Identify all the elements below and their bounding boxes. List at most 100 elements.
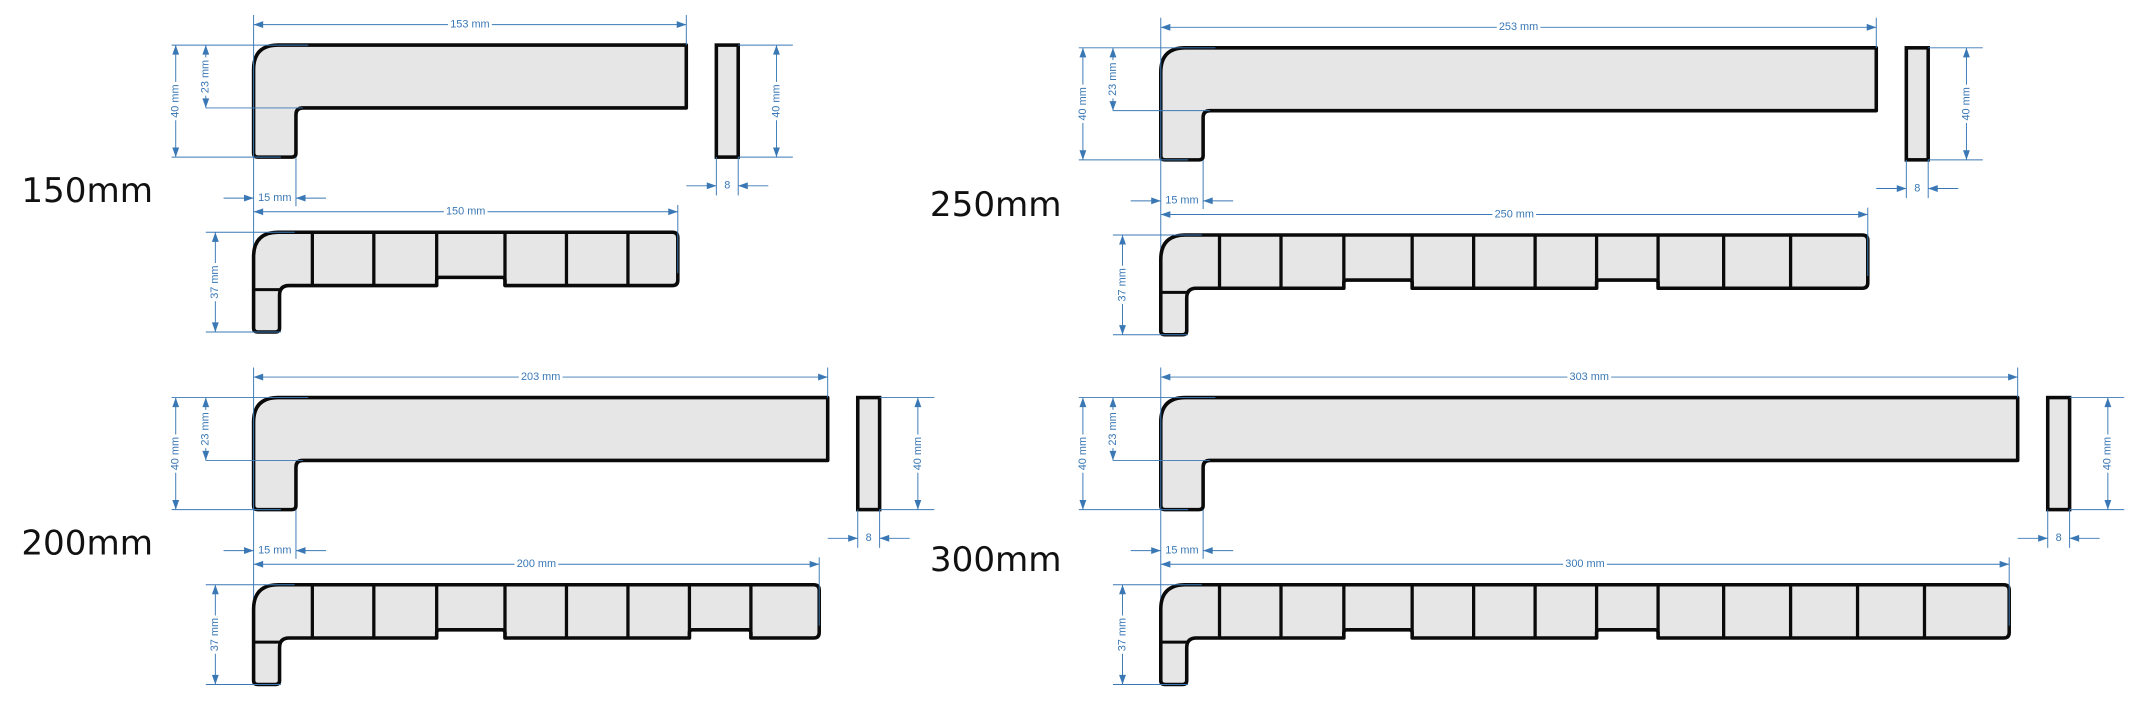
arrowhead-icon <box>172 500 180 510</box>
cap-width-dimension: 8 <box>866 532 872 544</box>
arrowhead-icon <box>809 560 820 568</box>
arrowhead-icon <box>211 674 219 685</box>
top-thickness-dimension: 23 mm <box>1107 412 1119 445</box>
sill-profile-bottom <box>251 230 680 334</box>
arrowhead-icon <box>706 182 717 190</box>
leg-width-dimension: 15 mm <box>1165 195 1198 207</box>
arrowhead-icon <box>848 534 858 542</box>
arrowhead-icon <box>253 373 264 381</box>
label-background <box>1568 370 1610 384</box>
arrowhead-icon <box>1928 185 1938 192</box>
label-background <box>1959 86 1974 122</box>
arrowhead-icon <box>172 45 180 55</box>
label-background <box>1106 61 1120 98</box>
arrowhead-icon <box>253 21 264 29</box>
arrowhead-icon <box>1079 47 1087 58</box>
length-dimension: 250 mm <box>1495 208 1534 220</box>
arrowhead-icon <box>202 45 210 55</box>
arrowhead-icon <box>1963 47 1970 58</box>
outer-length-dimension: 153 mm <box>450 18 489 30</box>
label-background <box>520 370 562 384</box>
label-background <box>198 411 213 447</box>
label-background <box>1493 207 1535 222</box>
cap-height-dimension: 40 mm <box>912 437 924 470</box>
arrowhead-icon <box>2038 534 2048 542</box>
size-label: 300mm <box>930 540 1062 580</box>
label-background <box>515 557 557 572</box>
cap-width-dimension: 8 <box>724 180 730 192</box>
end-cap <box>855 395 882 512</box>
cap-width-dimension: 8 <box>2056 532 2062 544</box>
top-thickness-dimension: 23 mm <box>200 60 212 93</box>
size-label: 150mm <box>21 171 153 211</box>
outer-length-dimension: 303 mm <box>1570 371 1609 383</box>
arrowhead-icon <box>1109 450 1117 461</box>
arrowhead-icon <box>676 21 687 29</box>
sill-profile-top <box>1158 395 2020 512</box>
height-dimension: 40 mm <box>170 84 182 117</box>
leg-width-dimension: 15 mm <box>258 192 291 204</box>
label-background <box>208 264 223 300</box>
bottom-height-dimension: 37 mm <box>1116 618 1128 651</box>
arrowhead-icon <box>818 373 828 381</box>
arrowhead-icon <box>211 232 219 242</box>
height-dimension: 40 mm <box>1077 437 1089 470</box>
arrowhead-icon <box>2104 500 2112 510</box>
label-background <box>1115 616 1130 653</box>
arrowhead-icon <box>253 208 264 216</box>
arrowhead-icon <box>738 182 748 190</box>
arrowhead-icon <box>295 194 306 202</box>
end-cap <box>1904 46 1930 162</box>
sill-profile-bottom <box>251 582 821 687</box>
arrowhead-icon <box>1151 197 1161 205</box>
label-background <box>168 83 183 119</box>
label-background <box>198 58 213 95</box>
arrowhead-icon <box>244 547 254 555</box>
arrowhead-icon <box>2069 534 2080 542</box>
arrowhead-icon <box>202 98 210 108</box>
arrowhead-icon <box>244 194 254 202</box>
arrowhead-icon <box>1151 547 1161 555</box>
bottom-height-dimension: 37 mm <box>1116 268 1128 301</box>
label-background <box>1564 557 1606 572</box>
label-background <box>1106 411 1120 447</box>
arrowhead-icon <box>2008 373 2018 381</box>
sill-profile-top <box>251 395 830 512</box>
arrowhead-icon <box>914 397 922 408</box>
cap-height-dimension: 40 mm <box>1960 87 1972 120</box>
label-background <box>1115 267 1130 303</box>
arrowhead-icon <box>1160 23 1171 31</box>
arrowhead-icon <box>1119 674 1126 685</box>
sill-profile-bottom <box>1158 233 1870 337</box>
sill-profile-top <box>1158 46 1879 162</box>
label-background <box>445 204 487 219</box>
label-background <box>449 17 491 32</box>
sill-profile-top <box>251 43 689 159</box>
arrowhead-icon <box>914 500 922 510</box>
arrowhead-icon <box>1858 211 1868 218</box>
arrowhead-icon <box>1896 185 1907 192</box>
arrowhead-icon <box>295 547 306 555</box>
arrowhead-icon <box>1160 560 1171 568</box>
label-background <box>911 435 925 472</box>
arrowhead-icon <box>668 208 678 216</box>
arrowhead-icon <box>211 584 219 595</box>
outer-length-dimension: 203 mm <box>521 371 560 383</box>
arrowhead-icon <box>1160 373 1171 381</box>
arrowhead-icon <box>172 397 180 408</box>
arrowhead-icon <box>1999 560 2010 568</box>
arrowhead-icon <box>1119 325 1126 335</box>
arrowhead-icon <box>202 450 210 461</box>
sill-profile-bottom <box>1158 582 2011 687</box>
arrowhead-icon <box>773 45 780 55</box>
arrowhead-icon <box>1119 584 1126 595</box>
leg-width-dimension: 15 mm <box>1165 544 1198 556</box>
label-background <box>1076 435 1090 472</box>
length-dimension: 200 mm <box>517 558 556 570</box>
arrowhead-icon <box>773 147 780 158</box>
